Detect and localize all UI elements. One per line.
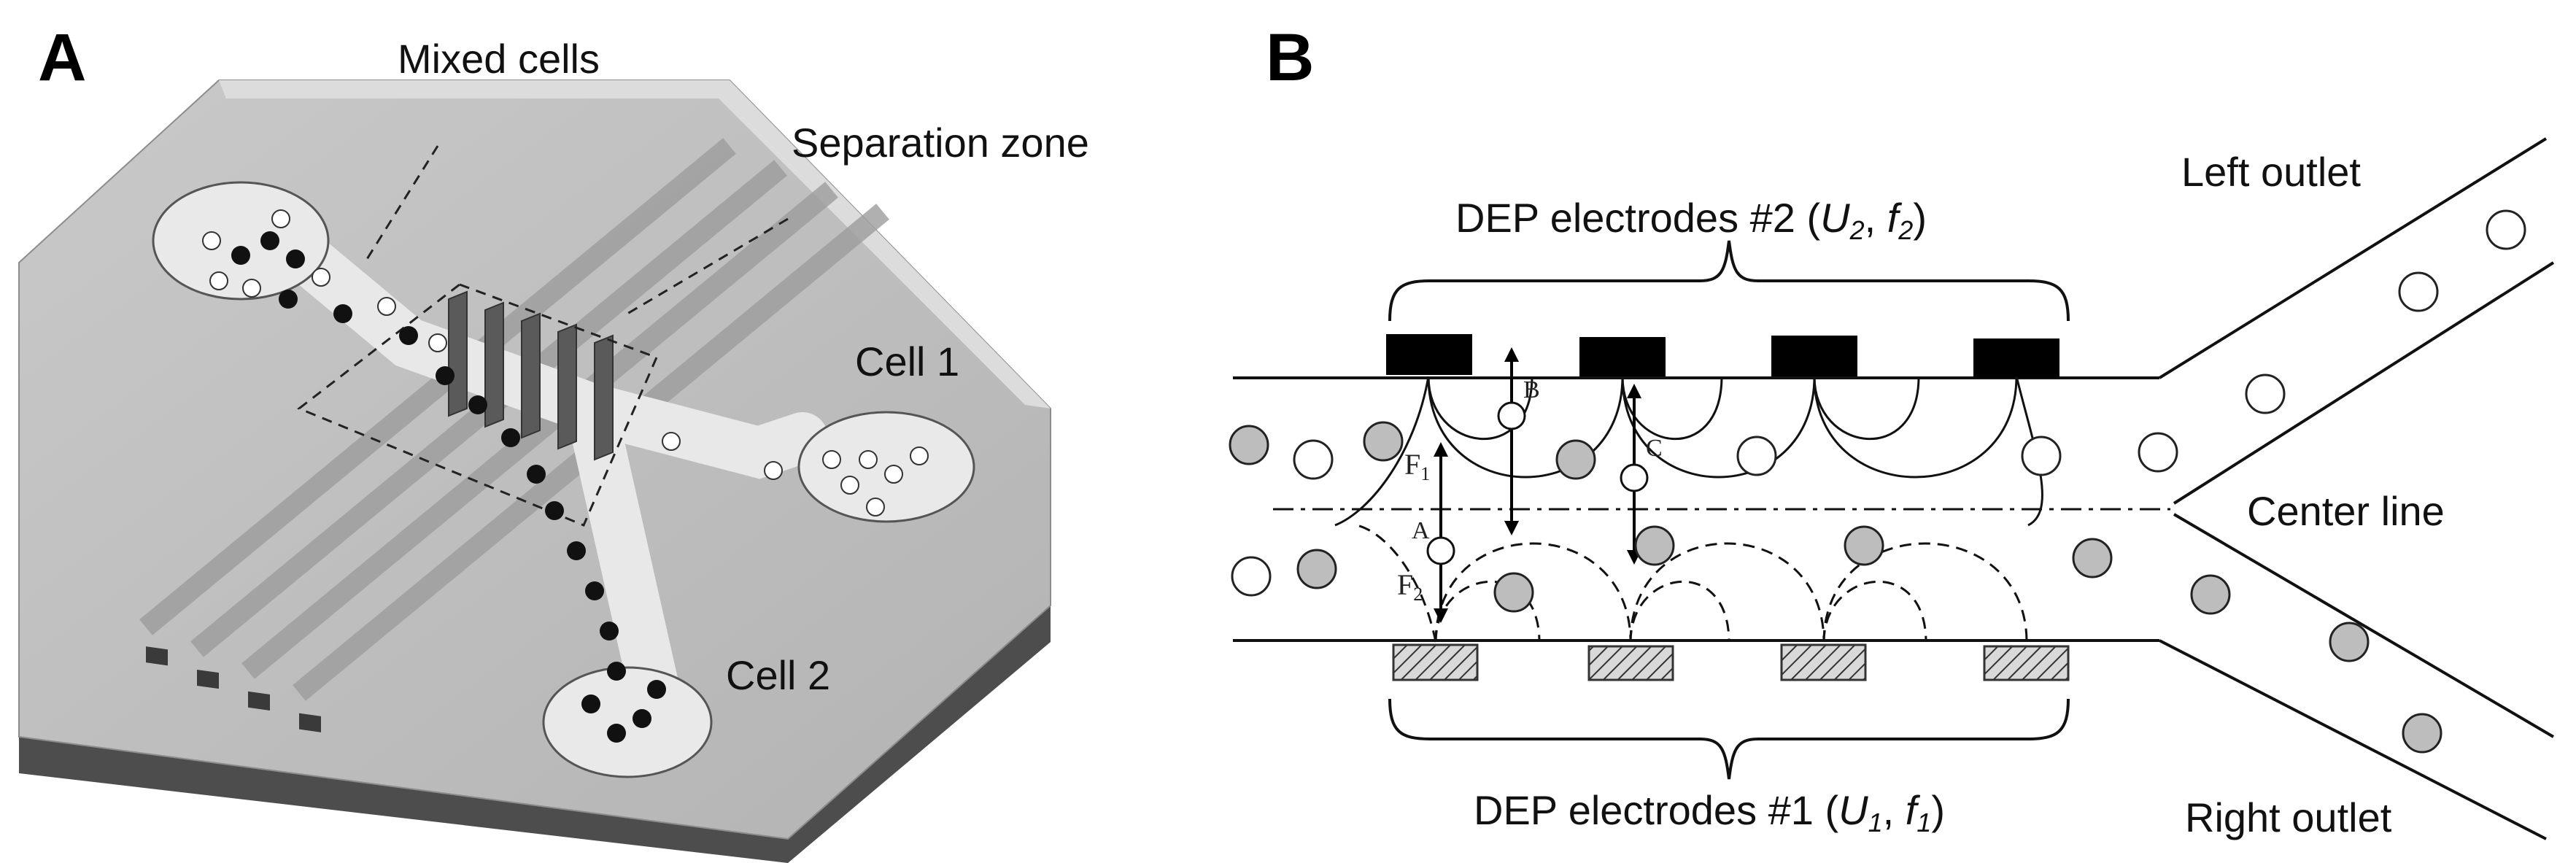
center-line-label: Center line [2247,488,2445,534]
mixed-cells [202,209,546,484]
top-brace [1388,240,2070,322]
bottom-electrode-3 [1780,643,1867,681]
edge-electrode-marks [146,646,321,732]
point-b-label: B [1523,376,1540,403]
separation-electrodes [448,290,614,461]
grey-cell [1363,421,1404,462]
white-cell [1293,439,1334,480]
bottom-electrodes [1392,643,2070,681]
top-electrode-2 [1579,337,1666,376]
chip-rim [219,80,1051,409]
cell-2-label: Cell 2 [726,652,830,698]
point-c-label: C [1646,435,1663,462]
right-outlet-lower-wall [2159,639,2547,840]
panel-b-letter: B [1266,20,1314,95]
bottom-electrode-1 [1392,643,1479,681]
left-outlet-label: Left outlet [2181,149,2361,195]
channel-network [152,181,975,778]
bottom-electrode-2 [1587,645,1674,681]
grey-cell [1634,525,1675,566]
top-electrode-3 [1771,336,1857,376]
bottom-brace [1388,698,2070,780]
right-outlet-label: Right outlet [2185,794,2392,840]
dashed-guides [297,145,789,527]
particle-c [1620,463,1649,492]
force-2-label: F2 [1397,568,1423,605]
chip-bottom-edge [19,605,1051,863]
point-a-label: A [1412,517,1430,544]
particle-b [1497,401,1526,430]
cell-1-population [662,432,929,516]
mixed-cells-label: Mixed cells [398,36,600,82]
white-cell [2138,432,2178,473]
white-cell [1231,556,1272,597]
panel-b: B [1229,20,2555,840]
top-electrode-1 [1386,334,1472,375]
left-outlet-upper-wall [2158,137,2548,379]
cells-panel-a [202,209,929,743]
probe-particles [1426,401,1649,565]
cell-2-reservoir [542,666,713,778]
top-electrodes-label: DEP electrodes #2 (U2, f2) [1455,195,1927,245]
bottom-field-lines [1356,524,2028,643]
white-cell [2021,436,2062,476]
channel-cells [1229,421,2178,613]
cell-1-reservoir [797,411,975,523]
bottom-electrodes-label: DEP electrodes #1 (U1, f1) [1474,787,1945,837]
cell-2-population [545,501,666,743]
force-1-label: F1 [1404,448,1430,484]
left-outlet-cells [2245,209,2526,414]
panel-a: A Mixed cells Separation zone Cell 1 Cel… [18,20,1089,863]
top-electrodes [1386,334,2059,378]
grey-cell [1555,439,1596,480]
separation-zone-label: Separation zone [792,120,1089,166]
inlet-reservoir [152,181,330,301]
right-outlet-upper-wall [2173,513,2555,738]
white-cell [1736,436,1777,476]
right-outlet-cells [2190,574,2442,754]
left-outlet-lower-wall [2173,261,2555,505]
grey-cell [1229,425,1269,465]
grey-cell [1844,525,1884,566]
grey-cell [1493,572,1534,613]
particle-a [1426,536,1455,565]
cell-1-label: Cell 1 [855,338,959,384]
grey-cell [1296,549,1337,589]
force-arrows [1434,347,1641,623]
top-electrode-4 [1973,338,2059,378]
separation-zone-outline [297,283,659,527]
panel-a-letter: A [38,20,86,95]
grey-cell [2072,538,2113,578]
bottom-electrode-4 [1983,645,2070,681]
